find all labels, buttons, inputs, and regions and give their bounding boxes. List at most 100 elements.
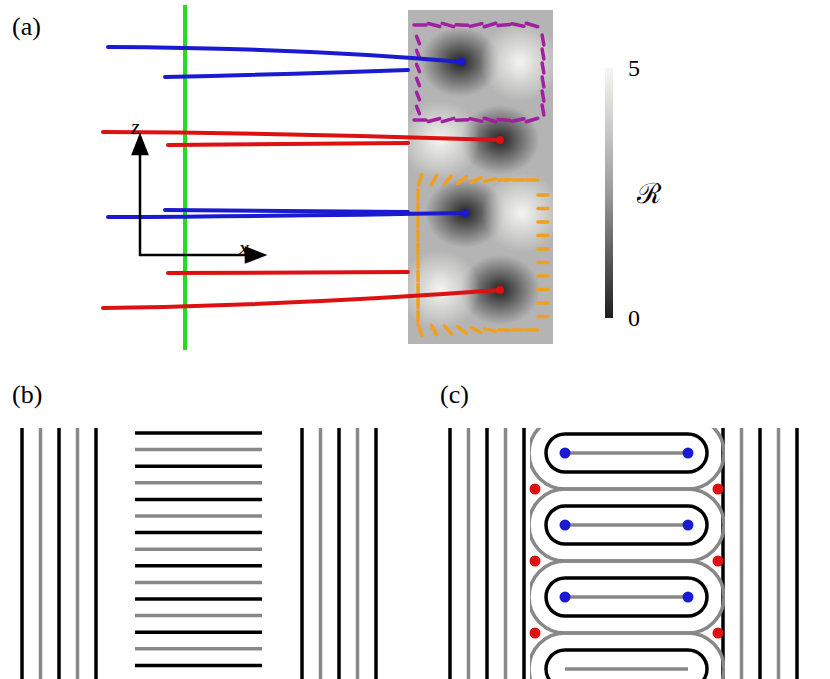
stroke — [456, 118, 468, 122]
stroke — [530, 428, 724, 489]
stroke — [431, 175, 436, 185]
stroke — [740, 428, 744, 679]
stroke — [498, 119, 510, 120]
stroke — [538, 288, 548, 292]
stroke — [530, 561, 724, 633]
stroke — [527, 328, 538, 332]
stroke — [417, 78, 420, 85]
stroke — [135, 647, 262, 651]
stroke — [416, 271, 420, 281]
stroke — [467, 428, 471, 679]
stroke — [414, 118, 426, 122]
stroke — [758, 428, 762, 679]
stroke — [538, 193, 548, 197]
stroke — [470, 119, 482, 122]
stroke — [416, 190, 420, 200]
stroke — [39, 428, 43, 679]
stroke — [428, 24, 440, 27]
stroke — [416, 217, 420, 227]
stroke — [135, 531, 262, 535]
stroke — [319, 428, 323, 679]
stroke — [485, 179, 496, 182]
stroke — [418, 175, 421, 185]
stroke — [444, 326, 451, 334]
layer-lines — [22, 428, 376, 679]
stroke — [458, 177, 467, 184]
stroke — [542, 49, 544, 59]
stroke — [504, 428, 508, 679]
stroke — [560, 592, 571, 603]
stroke — [416, 312, 420, 322]
stroke — [414, 23, 426, 27]
stroke — [499, 178, 510, 182]
stroke — [417, 36, 420, 43]
stroke — [484, 118, 496, 121]
stroke — [374, 428, 378, 679]
stroke — [565, 451, 688, 455]
stroke — [135, 614, 262, 618]
stroke — [542, 35, 544, 45]
disclination-lines — [103, 47, 500, 308]
stroke — [546, 650, 707, 679]
stroke — [416, 285, 420, 295]
stroke — [442, 118, 454, 121]
stroke — [135, 448, 262, 452]
stroke — [417, 106, 420, 113]
stroke — [418, 325, 421, 335]
colorbar-tick: 5 — [628, 56, 640, 80]
stroke — [498, 24, 510, 25]
stroke — [470, 24, 482, 27]
stroke — [530, 628, 541, 639]
stroke — [512, 119, 524, 121]
stroke — [538, 220, 548, 224]
stroke — [20, 428, 24, 679]
stroke — [777, 428, 781, 679]
axes — [133, 136, 264, 262]
stroke — [513, 328, 524, 332]
stroke — [683, 448, 694, 459]
stroke — [135, 481, 262, 485]
stroke — [135, 581, 262, 585]
stroke — [530, 556, 541, 567]
stroke — [526, 23, 537, 27]
stroke — [522, 428, 526, 679]
stroke — [458, 327, 467, 334]
stroke — [683, 592, 694, 603]
stroke — [538, 315, 548, 319]
stroke — [337, 428, 341, 679]
stroke — [484, 23, 496, 26]
stroke — [471, 178, 481, 183]
stroke — [416, 244, 420, 254]
stroke — [683, 520, 694, 531]
stroke — [499, 328, 510, 332]
colorbar-tick: 0 — [628, 306, 640, 330]
stroke — [135, 464, 262, 468]
stroke — [57, 428, 61, 679]
stroke — [428, 119, 440, 122]
stroke — [538, 274, 548, 278]
stroke — [471, 328, 481, 333]
stroke — [530, 633, 724, 679]
stroke — [713, 556, 724, 567]
stroke — [485, 329, 496, 332]
stroke — [135, 564, 262, 568]
stroke — [135, 547, 262, 551]
stroke — [713, 628, 724, 639]
stroke — [135, 498, 262, 502]
stroke — [538, 301, 548, 305]
stroke — [527, 178, 538, 182]
stroke — [565, 595, 688, 599]
layer-lines — [450, 417, 797, 679]
stroke — [546, 506, 707, 544]
stroke — [431, 325, 436, 335]
stroke — [300, 428, 304, 679]
stroke — [456, 23, 468, 27]
panel-label: (b) — [12, 382, 42, 408]
director-glyphs — [414, 23, 548, 335]
stroke — [530, 489, 724, 561]
stroke — [530, 428, 724, 679]
stroke — [542, 63, 544, 73]
panel-label: (a) — [12, 14, 41, 40]
stroke — [512, 24, 524, 26]
